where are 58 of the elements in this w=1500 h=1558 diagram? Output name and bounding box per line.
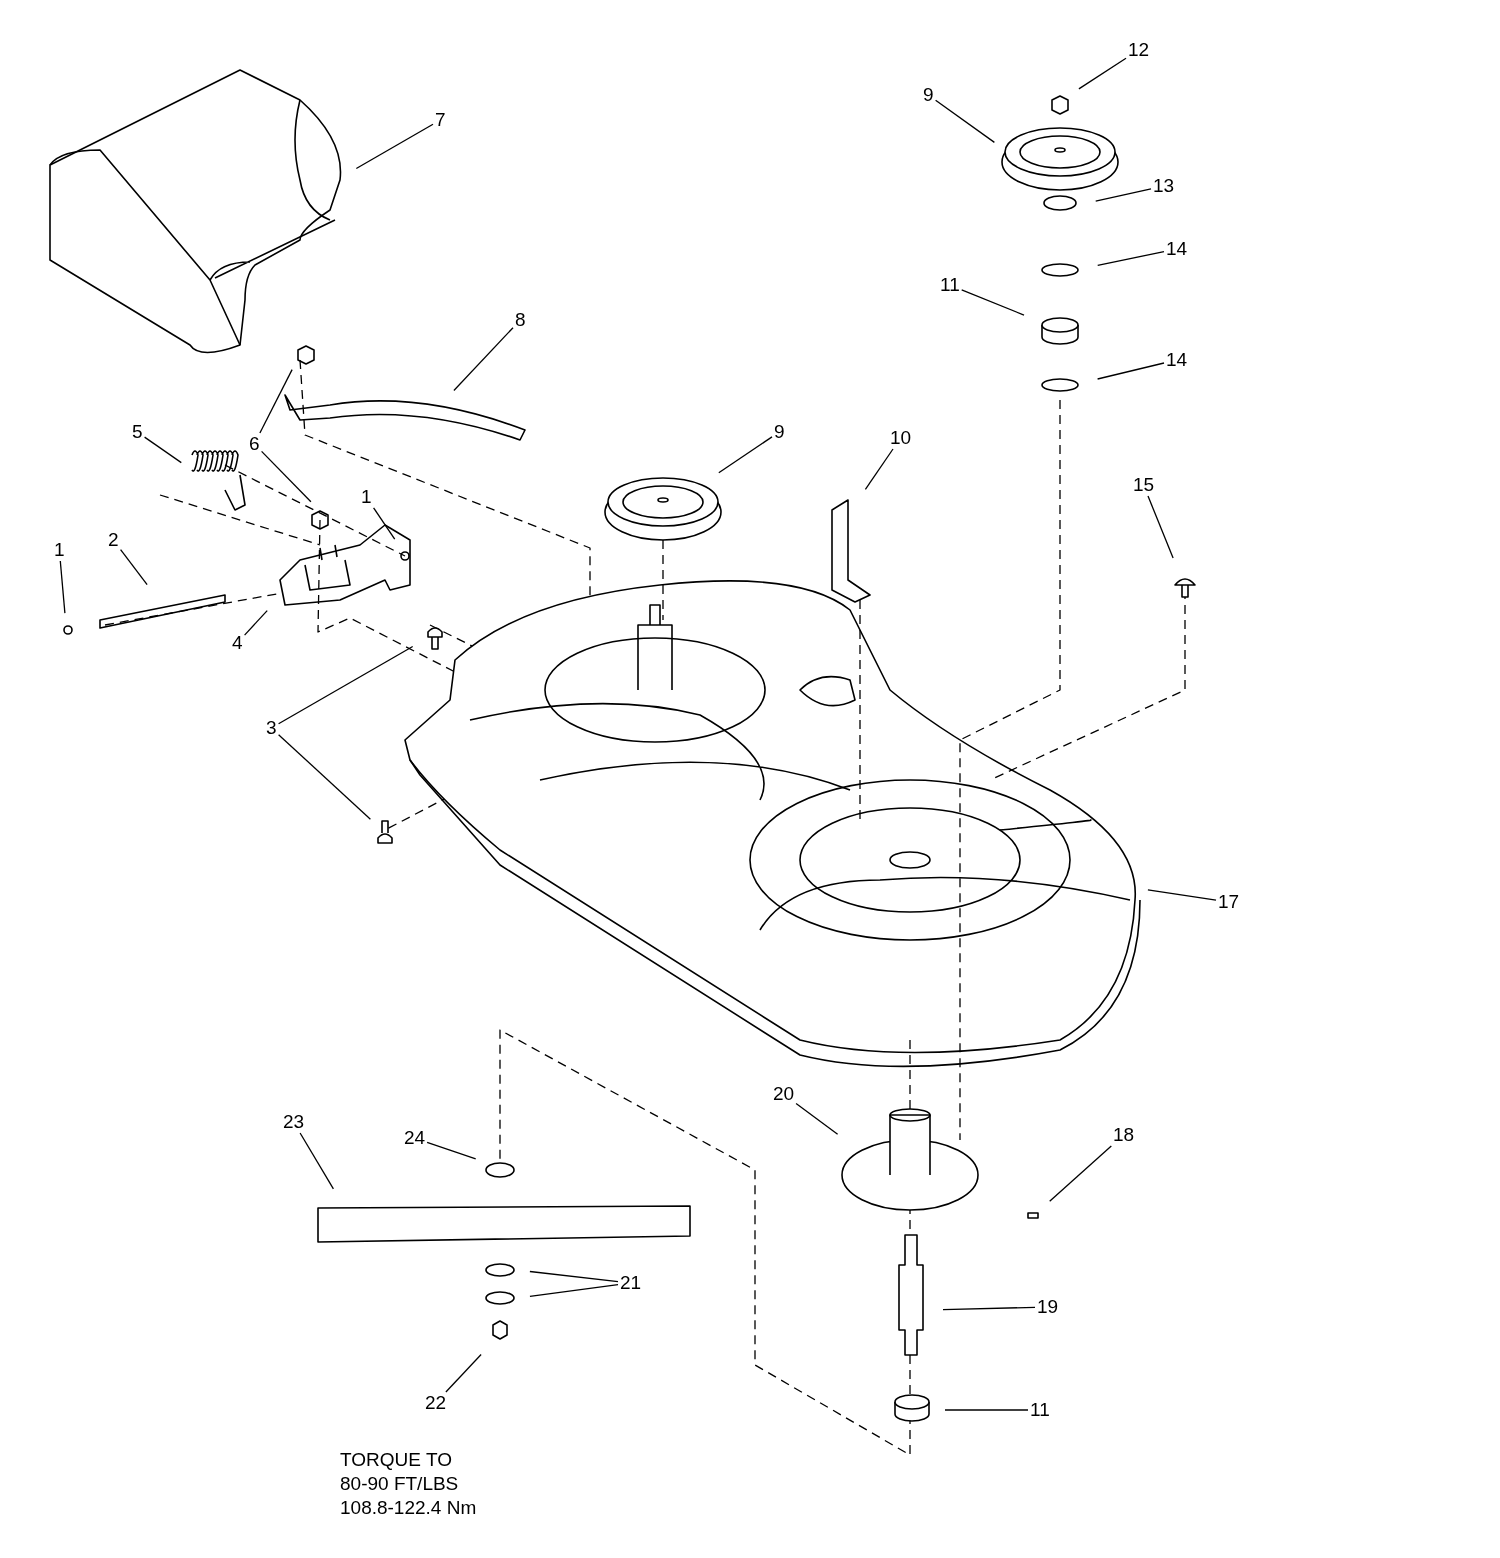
callout-number: 11 bbox=[940, 275, 960, 295]
callout-number: 13 bbox=[1153, 176, 1175, 196]
callout-number: 21 bbox=[620, 1273, 642, 1293]
callout-number: 19 bbox=[1037, 1297, 1059, 1317]
callout-number: 24 bbox=[404, 1128, 426, 1148]
leader-line bbox=[299, 1132, 335, 1190]
callout-number: 8 bbox=[515, 310, 526, 330]
callout-number: 6 bbox=[249, 434, 260, 454]
callout-number: 1 bbox=[361, 487, 372, 507]
callout-number: 11 bbox=[1030, 1400, 1050, 1420]
callout-number: 4 bbox=[232, 633, 243, 653]
callout-number: 17 bbox=[1218, 892, 1240, 912]
leader-line bbox=[1097, 250, 1165, 267]
callout-number: 18 bbox=[1113, 1125, 1135, 1145]
leader-line bbox=[942, 1306, 1036, 1311]
leader-line bbox=[260, 450, 312, 503]
callout-number: 15 bbox=[1133, 475, 1155, 495]
leader-line bbox=[1049, 1145, 1112, 1202]
leader-line bbox=[143, 436, 182, 464]
leader-line bbox=[453, 327, 514, 392]
leader-line bbox=[59, 560, 66, 614]
leader-line bbox=[864, 448, 894, 490]
leader-line bbox=[529, 1270, 619, 1283]
leader-line bbox=[944, 1409, 1029, 1411]
callout-number: 3 bbox=[266, 718, 277, 738]
callout-number: 14 bbox=[1166, 239, 1188, 259]
leader-line bbox=[1095, 188, 1152, 202]
callout-number: 5 bbox=[132, 422, 143, 442]
leader-line bbox=[1078, 57, 1127, 90]
callout-number: 14 bbox=[1166, 350, 1188, 370]
leader-line bbox=[119, 548, 148, 586]
callout-number: 22 bbox=[425, 1393, 447, 1413]
leader-line bbox=[1147, 889, 1217, 901]
leader-line bbox=[277, 734, 372, 820]
leader-line bbox=[1096, 362, 1165, 380]
leader-line bbox=[961, 289, 1025, 316]
leader-line bbox=[277, 645, 414, 725]
callout-number: 23 bbox=[283, 1112, 305, 1132]
leader-line bbox=[934, 99, 996, 144]
callout-number: 20 bbox=[773, 1084, 795, 1104]
callout-number: 1 bbox=[54, 540, 65, 560]
leader-line bbox=[795, 1102, 839, 1135]
leader-line bbox=[426, 1141, 477, 1160]
leader-line bbox=[445, 1353, 482, 1393]
callout-number: 10 bbox=[890, 428, 912, 448]
torque-note: TORQUE TO 80-90 FT/LBS 108.8-122.4 Nm bbox=[340, 1448, 478, 1520]
leader-line bbox=[372, 507, 396, 540]
callout-number: 2 bbox=[108, 530, 119, 550]
callout-number: 12 bbox=[1128, 40, 1150, 60]
leader-line bbox=[529, 1284, 619, 1297]
leader-line bbox=[1147, 495, 1174, 559]
callout-number: 9 bbox=[774, 422, 785, 442]
callout-number: 7 bbox=[435, 110, 446, 130]
callout-number: 9 bbox=[923, 85, 934, 105]
leader-line bbox=[718, 436, 773, 474]
leader-line bbox=[355, 123, 434, 170]
leader-line bbox=[259, 368, 293, 434]
leader-line bbox=[243, 609, 268, 636]
